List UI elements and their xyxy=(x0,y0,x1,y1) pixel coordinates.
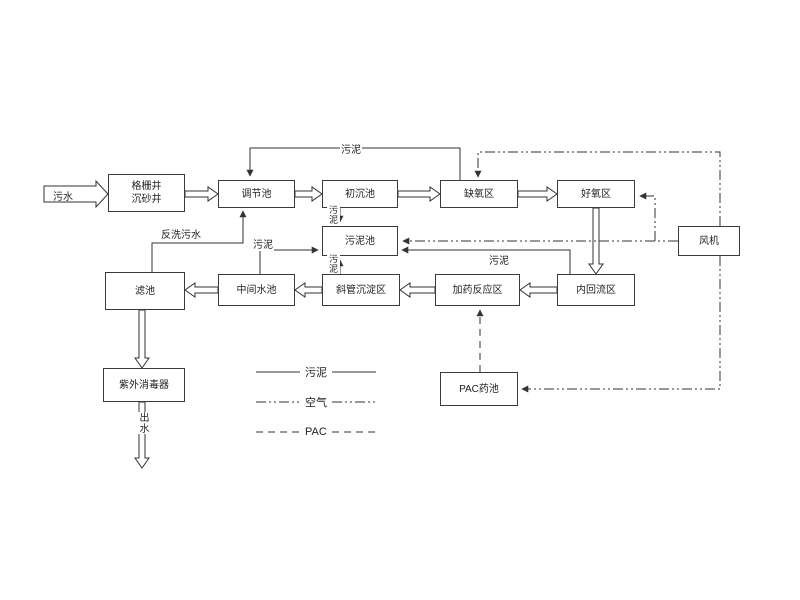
node-blower-label: 风机 xyxy=(699,235,719,247)
node-uv-disinfector-label: 紫外消毒器 xyxy=(119,379,169,391)
flow-arrow-dosing-to-settler xyxy=(399,282,436,298)
legend-row-pac: PAC xyxy=(256,424,376,440)
legend-sludge-label: 污泥 xyxy=(305,367,327,379)
node-grit-well: 格栅井 沉砂井 xyxy=(108,174,185,212)
node-intermediate-tank: 中间水池 xyxy=(218,274,295,306)
node-primary-sedimentation: 初沉池 xyxy=(322,180,398,208)
node-sludge-tank-label: 污泥池 xyxy=(345,235,375,247)
node-aerobic-zone: 好氧区 xyxy=(557,180,635,208)
effluent-arrow xyxy=(134,401,150,469)
flow-arrow-anoxic-to-aerobic xyxy=(517,186,558,202)
node-filter-tank: 滤池 xyxy=(105,272,185,310)
air-line-blower-to-aerobic xyxy=(639,192,656,241)
node-dosing-reaction-zone: 加药反应区 xyxy=(435,274,520,306)
node-sludge-tank: 污泥池 xyxy=(322,226,398,256)
node-grit-well-label-1: 格栅井 xyxy=(131,181,162,192)
legend-line-solid xyxy=(332,371,376,373)
air-line-blower-to-pac-tank xyxy=(521,256,721,393)
flow-arrow-grit-to-regulating xyxy=(184,186,219,202)
backwash-label: 反洗污水 xyxy=(160,226,202,241)
sludge-line-intermediate-to-sludgetank xyxy=(259,246,319,274)
flow-arrow-filter-to-uv xyxy=(134,309,150,369)
node-internal-reflux-zone: 内回流区 xyxy=(557,274,635,306)
flow-arrow-settler-to-intermediate xyxy=(294,282,323,298)
legend-row-sludge: 污泥 xyxy=(256,364,376,380)
node-pac-tank: PAC药池 xyxy=(440,372,518,406)
legend-air-label: 空气 xyxy=(305,397,327,409)
node-dosing-reaction-zone-label: 加药反应区 xyxy=(452,284,503,296)
node-uv-disinfector: 紫外消毒器 xyxy=(103,368,185,402)
backwash-line-filter-to-regulating xyxy=(151,210,247,272)
legend-pac-label: PAC xyxy=(305,426,327,438)
legend: 污泥 空气 PAC xyxy=(256,364,376,454)
sludge-settler-label: 污泥 xyxy=(327,254,340,274)
sludge-primary-label: 污泥 xyxy=(327,205,340,225)
air-line-blower-to-anoxic xyxy=(474,151,721,226)
legend-line-dashdot xyxy=(332,401,376,403)
node-pac-tank-label: PAC药池 xyxy=(459,383,499,395)
node-regulating-tank: 调节池 xyxy=(218,180,295,208)
flow-arrow-intermediate-to-filter xyxy=(184,282,219,298)
influent-arrow xyxy=(43,179,109,209)
node-filter-tank-label: 滤池 xyxy=(135,285,155,297)
influent-label: 污水 xyxy=(53,192,73,203)
effluent-label: 出水 xyxy=(135,412,150,434)
node-tube-settler-zone: 斜管沉淀区 xyxy=(322,274,400,306)
flow-arrow-regulating-to-primary xyxy=(294,186,323,202)
node-blower: 风机 xyxy=(678,226,740,256)
flow-arrow-reflux-to-dosing xyxy=(519,282,558,298)
legend-line-solid xyxy=(256,371,300,373)
node-anoxic-zone-label: 缺氧区 xyxy=(464,188,494,200)
legend-line-dashed xyxy=(331,431,376,433)
sludge-reflux-label: 污泥 xyxy=(488,252,510,267)
sludge-intermediate-label: 污泥 xyxy=(252,236,274,251)
node-internal-reflux-zone-label: 内回流区 xyxy=(576,284,616,296)
node-regulating-tank-label: 调节池 xyxy=(241,188,272,200)
node-anoxic-zone: 缺氧区 xyxy=(440,180,518,208)
node-aerobic-zone-label: 好氧区 xyxy=(581,188,611,200)
legend-line-dashed xyxy=(256,431,300,433)
flow-arrow-primary-to-anoxic xyxy=(397,186,441,202)
sludge-top-label: 污泥 xyxy=(340,141,362,156)
node-primary-sedimentation-label: 初沉池 xyxy=(345,188,375,200)
node-tube-settler-zone-label: 斜管沉淀区 xyxy=(336,284,386,296)
sludge-line-reflux-to-sludgetank xyxy=(401,246,571,274)
node-grit-well-label-2: 沉砂井 xyxy=(131,194,162,205)
node-intermediate-tank-label: 中间水池 xyxy=(236,284,277,296)
legend-line-dashdot xyxy=(256,401,300,403)
legend-row-air: 空气 xyxy=(256,394,376,410)
